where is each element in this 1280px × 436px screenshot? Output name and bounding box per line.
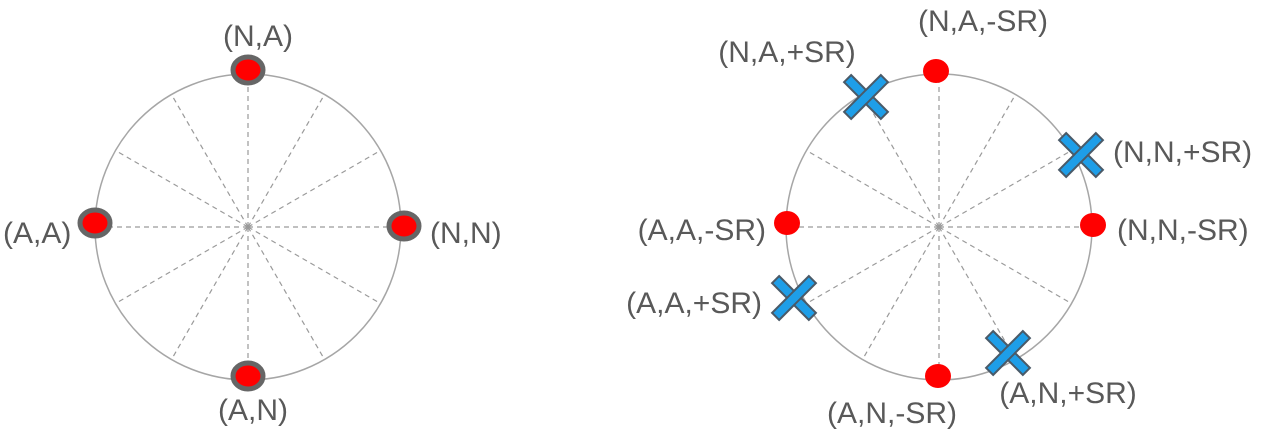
- cross-marker-lower-right: [984, 329, 1032, 377]
- dashed-spoke: [807, 226, 940, 304]
- dashed-spoke: [116, 150, 249, 228]
- dashed-spoke: [938, 226, 1071, 304]
- right-spokes: [787, 75, 1091, 379]
- label-right-bottom: (A,N,-SR): [827, 397, 957, 430]
- dashed-spoke: [116, 226, 249, 304]
- dashed-spoke: [862, 226, 940, 359]
- label-left-right: (N,N): [430, 217, 502, 250]
- label-cross-lower-left: (A,A,+SR): [626, 287, 762, 320]
- label-cross-upper-left: (N,A,+SR): [718, 36, 856, 69]
- label-left-left: (A,A): [3, 217, 71, 250]
- dot-right-right: [1080, 213, 1106, 237]
- left-spokes: [96, 75, 400, 379]
- dot-left-bottom: [230, 360, 266, 392]
- cross-marker-upper-right: [1057, 131, 1105, 179]
- dot-left-right: [386, 210, 422, 242]
- dashed-spoke: [247, 226, 380, 304]
- cross-marker-lower-left: [770, 274, 818, 322]
- dashed-spoke: [938, 95, 1016, 228]
- dot-left-top: [230, 54, 266, 86]
- dashed-spoke: [938, 226, 1016, 359]
- dot-right-top: [923, 59, 949, 83]
- label-cross-upper-right: (N,N,+SR): [1113, 136, 1252, 169]
- label-cross-lower-right: (A,N,+SR): [999, 377, 1137, 410]
- dashed-spoke: [247, 95, 325, 228]
- dashed-spoke: [807, 150, 940, 228]
- left-diagram: (N,A) (N,N) (A,N) (A,A): [3, 20, 502, 427]
- dashed-spoke: [171, 95, 249, 228]
- label-left-bottom: (A,N): [218, 394, 288, 427]
- label-right-top: (N,A,-SR): [918, 5, 1048, 38]
- label-left-top: (N,A): [223, 20, 293, 53]
- dot-right-bottom: [925, 364, 951, 388]
- dashed-spoke: [171, 226, 249, 359]
- dashed-spoke: [938, 150, 1071, 228]
- label-right-left: (A,A,-SR): [638, 214, 766, 247]
- label-right-right: (N,N,-SR): [1117, 214, 1249, 247]
- dashed-spoke: [247, 150, 380, 228]
- dashed-spoke: [247, 226, 325, 359]
- cross-marker-upper-left: [842, 73, 890, 121]
- right-diagram: (N,A,-SR) (N,N,-SR) (A,N,-SR) (A,A,-SR) …: [626, 5, 1252, 430]
- dashed-spoke: [862, 95, 940, 228]
- dot-right-left: [774, 211, 800, 235]
- dot-left-left: [77, 207, 113, 239]
